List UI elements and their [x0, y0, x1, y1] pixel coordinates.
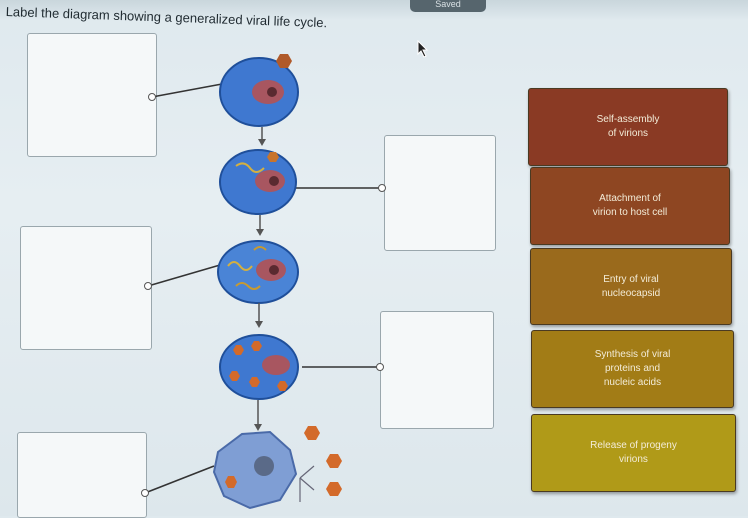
label-tile-text: Attachment of virion to host cell: [592, 193, 668, 218]
cell-stage-attachment: [219, 54, 299, 127]
drop-target-5[interactable]: [17, 432, 147, 518]
label-tile-text: Self-assembly of virions: [596, 114, 660, 139]
label-tile-release[interactable]: Release of progeny virions: [531, 414, 736, 492]
connector-anchor-1: [148, 93, 156, 101]
connector-anchor-5: [141, 489, 149, 497]
drop-target-1[interactable]: [27, 33, 157, 157]
label-tile-self-assembly[interactable]: Self-assembly of virions: [528, 88, 728, 166]
label-tile-text: Entry of viral nucleocapsid: [601, 273, 661, 299]
cell-stage-synthesis: [217, 240, 299, 304]
label-tile-text: Synthesis of viral proteins and nucleic …: [594, 349, 671, 388]
drop-target-2[interactable]: [384, 135, 496, 251]
saved-status-tab: Saved: [410, 0, 486, 12]
mouse-cursor-icon: [417, 40, 429, 58]
cell-stage-assembly: [219, 334, 299, 400]
label-tile-attachment[interactable]: Attachment of virion to host cell: [530, 167, 730, 245]
connector-anchor-3: [144, 282, 152, 290]
connector-anchor-4: [376, 363, 384, 371]
arrow-down-icon: [255, 303, 263, 328]
top-strip: [0, 0, 748, 20]
cell-stage-release: [212, 426, 342, 510]
drop-target-4[interactable]: [380, 311, 494, 429]
drop-target-3[interactable]: [20, 226, 152, 350]
connector-anchor-2: [378, 184, 386, 192]
cell-stage-entry: [219, 149, 297, 215]
label-tile-entry[interactable]: Entry of viral nucleocapsid: [530, 248, 732, 325]
arrow-down-icon: [254, 400, 262, 431]
label-tile-text: Release of progeny virions: [590, 440, 677, 465]
label-tile-synthesis[interactable]: Synthesis of viral proteins and nucleic …: [531, 330, 734, 408]
arrow-down-icon: [258, 127, 266, 146]
arrow-down-icon: [256, 215, 264, 236]
